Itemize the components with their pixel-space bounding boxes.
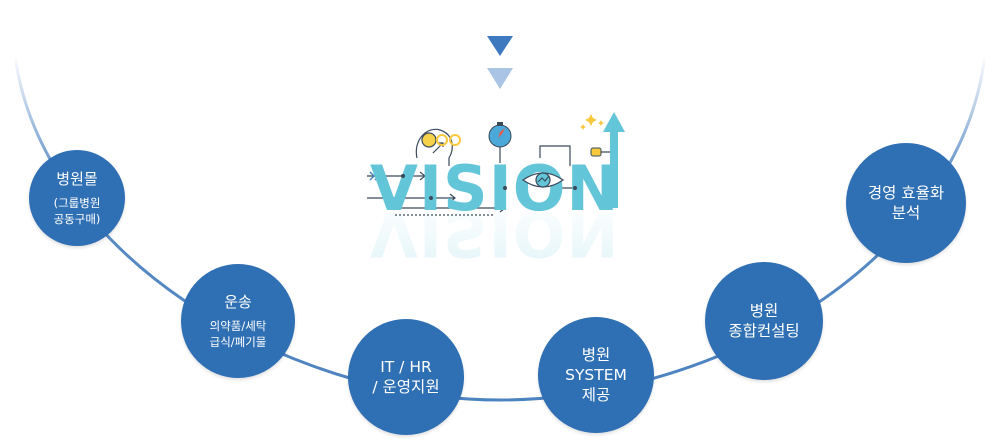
node-title: 병원몰 xyxy=(56,170,97,189)
node-title-2: SYSTEM xyxy=(565,365,627,385)
node-title-2: 분석 xyxy=(892,203,921,223)
node-title: 병원 xyxy=(750,301,779,321)
node-title: IT / HR xyxy=(380,357,432,377)
node-sub: 공동구매) xyxy=(54,211,101,227)
node-hospital-system: 병원 SYSTEM 제공 xyxy=(538,317,654,433)
node-sub: 의약품/세탁 xyxy=(210,318,267,334)
node-title-3: 제공 xyxy=(582,385,611,405)
node-transport: 운송 의약품/세탁 급식/폐기물 xyxy=(181,264,295,378)
arrow-down-icon xyxy=(487,36,513,56)
svg-text:VISION: VISION xyxy=(370,197,619,270)
node-it-hr: IT / HR / 운영지원 xyxy=(348,319,464,435)
node-title-2: 종합컨설팅 xyxy=(728,321,799,341)
node-sub: (그룹병원 xyxy=(54,195,101,211)
vision-logo: VISION VISION xyxy=(367,112,625,270)
node-consulting: 병원 종합컨설팅 xyxy=(705,262,823,380)
node-title-2: / 운영지원 xyxy=(372,377,439,397)
node-title: 경영 효율화 xyxy=(868,183,944,203)
node-sub: 급식/폐기물 xyxy=(210,334,267,350)
node-efficiency: 경영 효율화 분석 xyxy=(846,143,966,263)
node-title: 운송 xyxy=(224,293,252,312)
arrow-down-light-icon xyxy=(487,68,513,89)
node-title: 병원 xyxy=(582,345,611,365)
node-hospital-mall: 병원몰 (그룹병원 공동구매) xyxy=(29,150,125,246)
